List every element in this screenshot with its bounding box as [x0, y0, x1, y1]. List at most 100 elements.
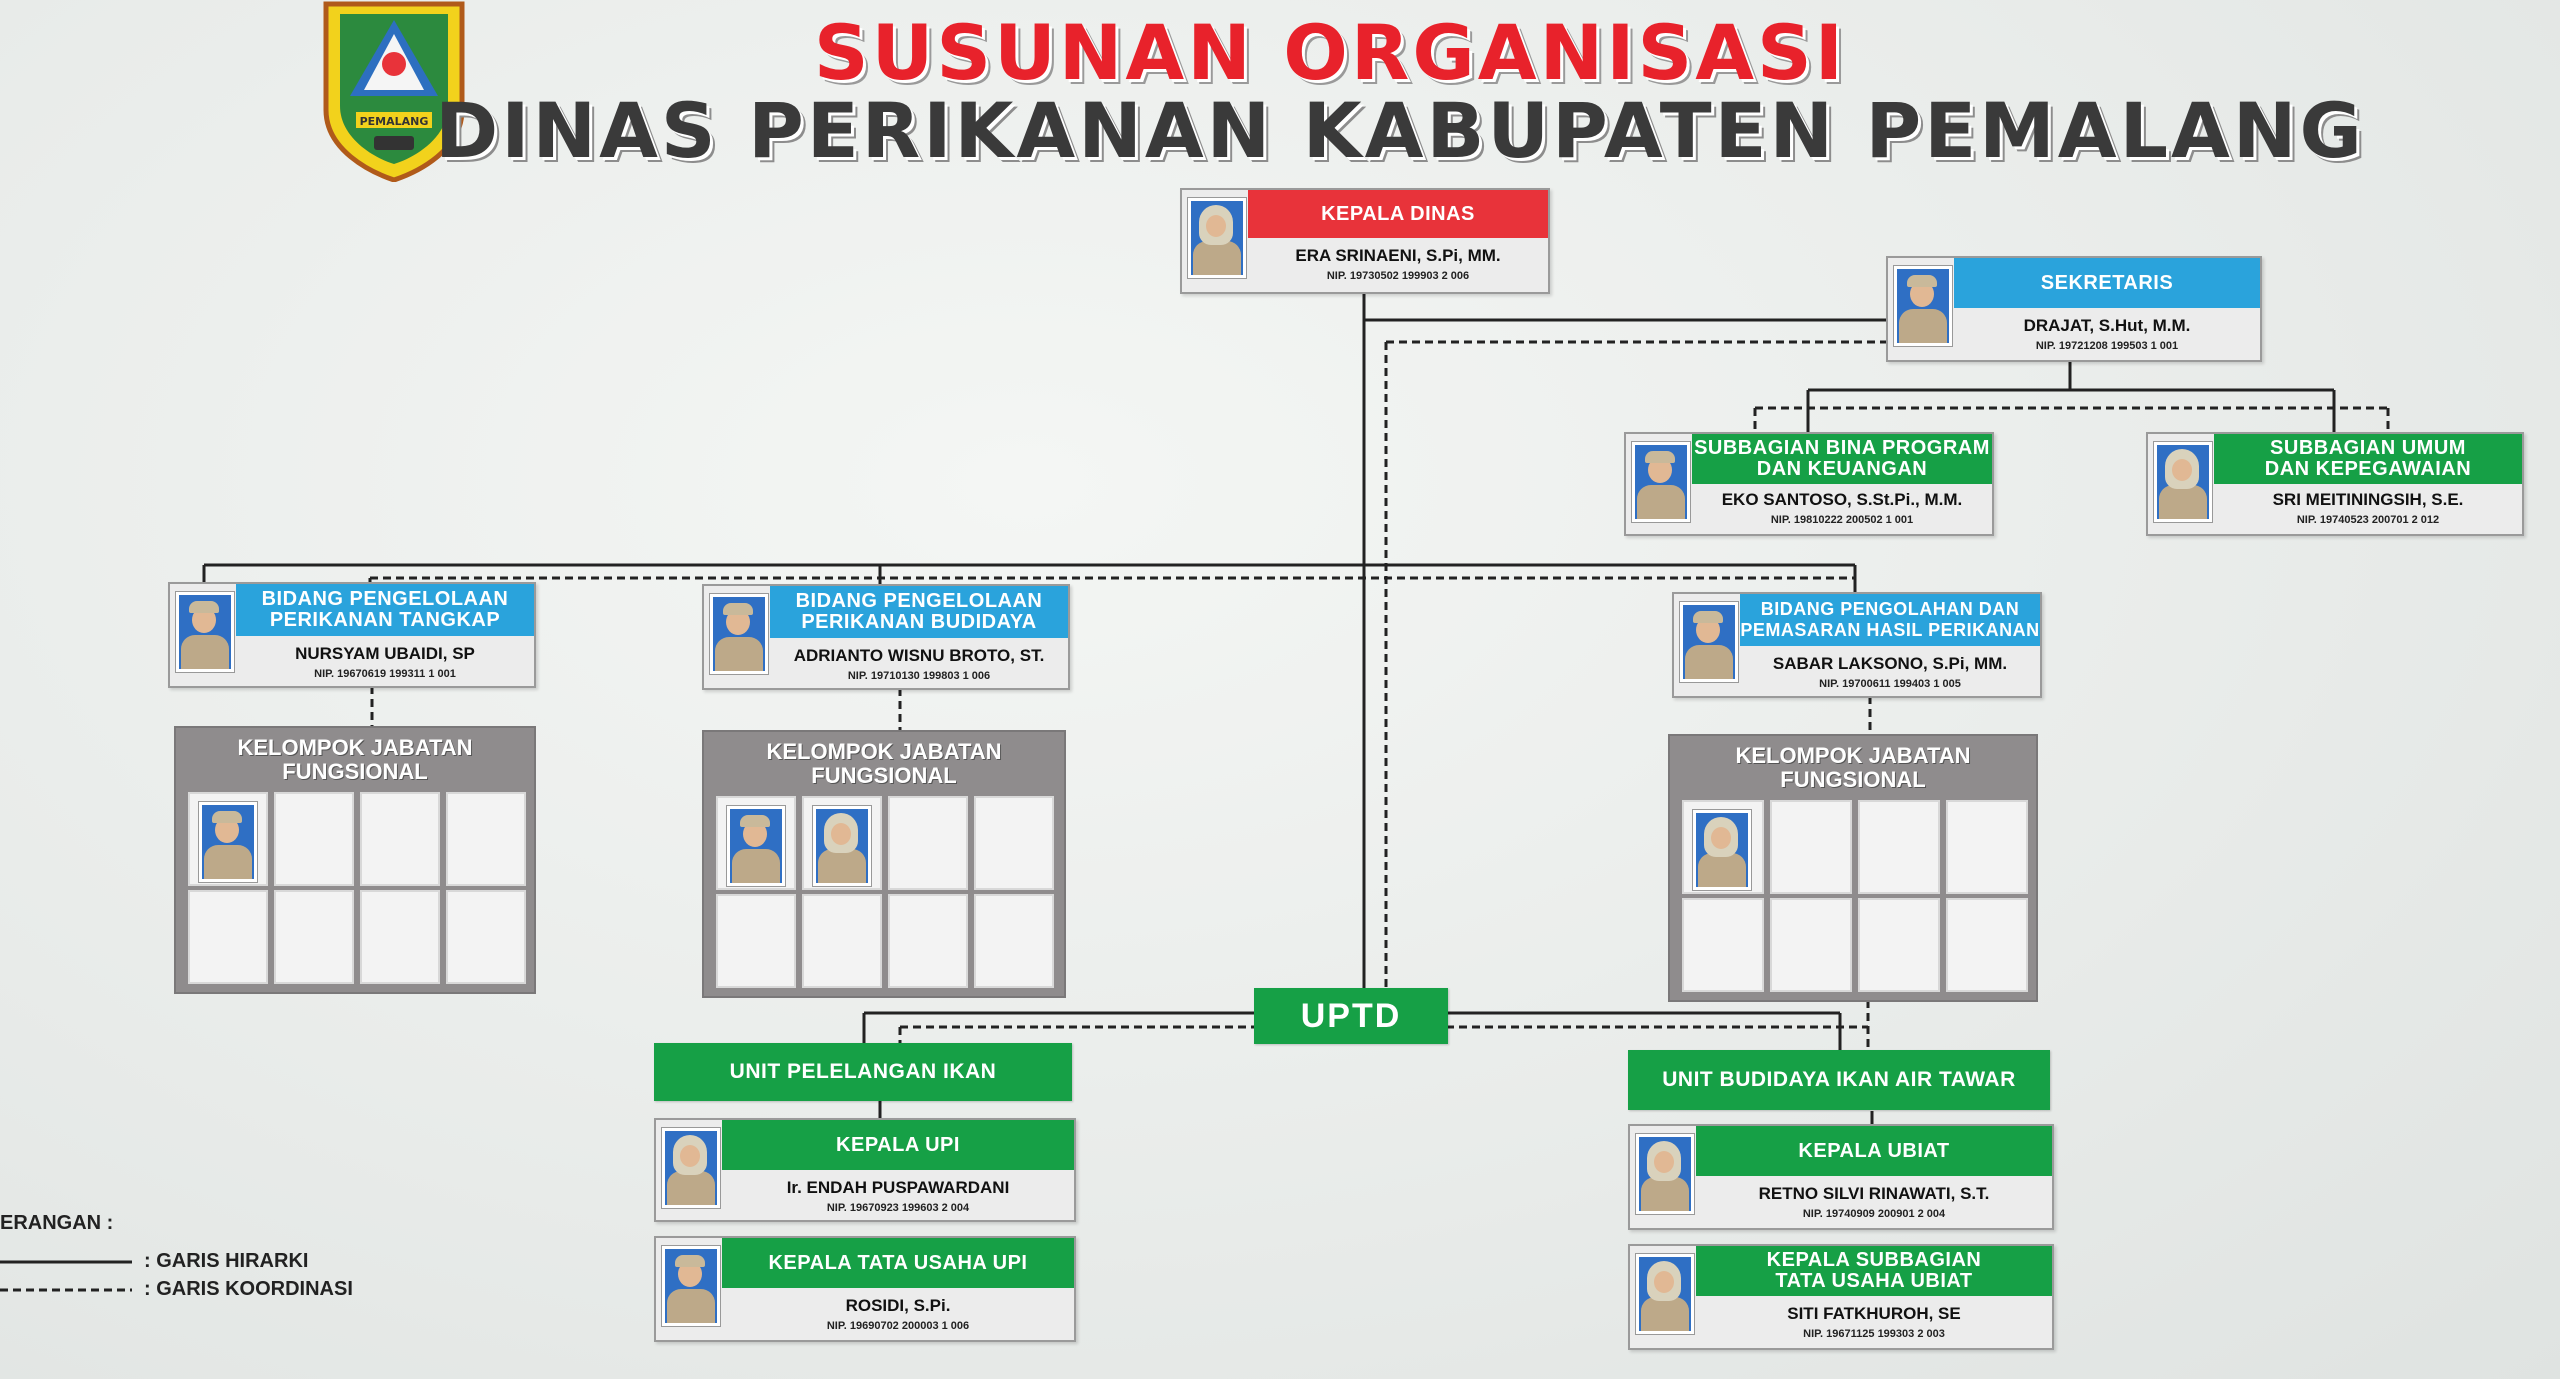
photo-slot	[1770, 800, 1852, 894]
kepala-subbagian-tu-ubiat-nip: NIP. 19671125 199303 2 003	[1803, 1328, 1945, 1340]
kepala-tu-upi-title: KEPALA TATA USAHA UPI	[722, 1238, 1074, 1288]
photo-slot	[1946, 800, 2028, 894]
photo-slot	[802, 894, 882, 988]
bidang-pengolahan-nip: NIP. 19700611 199403 1 005	[1819, 678, 1961, 690]
person-photo-icon	[2154, 442, 2212, 522]
subbagian-umum-nip: NIP. 19740523 200701 2 012	[2296, 514, 2440, 526]
kepala-ubiat-title: KEPALA UBIAT	[1696, 1126, 2052, 1176]
kelompok-title: KELOMPOK JABATAN FUNGSIONAL	[237, 735, 473, 784]
subbagian-bina-nip: NIP. 19810222 200502 1 001	[1770, 514, 1914, 526]
kepala-ubiat-nip: NIP. 19740909 200901 2 004	[1802, 1208, 1946, 1220]
bidang-tangkap-name: NURSYAM UBAIDI, SP	[295, 644, 475, 663]
photo-slot	[974, 796, 1054, 890]
person-photo-icon	[199, 802, 257, 882]
person-photo-icon	[1680, 602, 1738, 682]
sekretaris-nip: NIP. 19721208 199503 1 001	[2035, 340, 2179, 352]
person-photo-icon	[1188, 198, 1246, 278]
person-photo-icon	[813, 806, 871, 886]
sekretaris-card: SEKRETARIS DRAJAT, S.Hut, M.M. NIP. 1972…	[1886, 256, 2262, 362]
bidang-pengolahan-card: BIDANG PENGOLAHAN DAN PEMASARAN HASIL PE…	[1672, 592, 2042, 698]
kepala-subbagian-tu-ubiat-name: SITI FATKHUROH, SE	[1787, 1304, 1961, 1323]
kelompok-title: KELOMPOK JABATAN FUNGSIONAL	[1735, 743, 1971, 792]
photo-slot	[716, 894, 796, 988]
bidang-pengolahan-title: BIDANG PENGOLAHAN DAN PEMASARAN HASIL PE…	[1740, 594, 2040, 646]
kelompok-fungsional-tangkap: KELOMPOK JABATAN FUNGSIONAL	[174, 726, 536, 994]
photo-slot	[802, 796, 882, 890]
legend-lines	[0, 1260, 132, 1292]
subbagian-umum-title: SUBBAGIAN UMUM DAN KEPEGAWAIAN	[2214, 434, 2522, 484]
person-photo-icon	[727, 806, 785, 886]
person-photo-icon	[710, 594, 768, 674]
sekretaris-title: SEKRETARIS	[1954, 258, 2260, 308]
person-photo-icon	[176, 592, 234, 672]
person-photo-icon	[662, 1128, 720, 1208]
uptd-box: UPTD	[1254, 988, 1448, 1044]
photo-slot	[446, 792, 526, 886]
bidang-tangkap-card: BIDANG PENGELOLAAN PERIKANAN TANGKAP NUR…	[168, 582, 536, 688]
photo-slot	[1682, 898, 1764, 992]
photo-slot	[188, 890, 268, 984]
unit-pelelangan-bar: UNIT PELELANGAN IKAN	[654, 1043, 1072, 1101]
person-photo-icon	[662, 1246, 720, 1326]
photo-slot	[274, 792, 354, 886]
legend-heading: ERANGAN :	[0, 1212, 114, 1234]
bidang-budidaya-name: ADRIANTO WISNU BROTO, ST.	[793, 646, 1045, 665]
person-photo-icon	[1894, 266, 1952, 346]
photo-slot	[888, 796, 968, 890]
pemalang-coat-of-arms-icon: PEMALANG	[323, 1, 465, 182]
photo-slot	[1946, 898, 2028, 992]
photo-slot	[1858, 800, 1940, 894]
photo-slot	[888, 894, 968, 988]
kepala-subbagian-tu-ubiat-card: KEPALA SUBBAGIAN TATA USAHA UBIAT SITI F…	[1628, 1244, 2054, 1350]
kelompok-fungsional-pengolahan: KELOMPOK JABATAN FUNGSIONAL	[1668, 734, 2038, 1002]
photo-slot	[1858, 898, 1940, 992]
kepala-upi-nip: NIP. 19670923 199603 2 004	[826, 1202, 970, 1214]
sekretaris-name: DRAJAT, S.Hut, M.M.	[2023, 316, 2191, 335]
person-photo-icon	[1636, 1254, 1694, 1334]
page-title: SUSUNAN ORGANISASI	[813, 8, 1847, 97]
bidang-budidaya-card: BIDANG PENGELOLAAN PERIKANAN BUDIDAYA AD…	[702, 584, 1070, 690]
photo-slot	[1770, 898, 1852, 992]
person-photo-icon	[1632, 442, 1690, 522]
photo-slot	[274, 890, 354, 984]
subbagian-bina-card: SUBBAGIAN BINA PROGRAM DAN KEUANGAN EKO …	[1624, 432, 1994, 536]
kepala-tu-upi-nip: NIP. 19690702 200003 1 006	[826, 1320, 970, 1332]
svg-text:PEMALANG: PEMALANG	[360, 115, 429, 128]
subbagian-umum-name: SRI MEITININGSIH, S.E.	[2272, 490, 2464, 509]
person-photo-icon	[1636, 1134, 1694, 1214]
kepala-tu-upi-card: KEPALA TATA USAHA UPI ROSIDI, S.Pi. NIP.…	[654, 1236, 1076, 1342]
subbagian-bina-name: EKO SANTOSO, S.St.Pi., M.M.	[1721, 490, 1963, 509]
legend-dashed-label: : GARIS KOORDINASI	[144, 1278, 353, 1300]
kepala-subbagian-tu-ubiat-title: KEPALA SUBBAGIAN TATA USAHA UBIAT	[1696, 1246, 2052, 1296]
kepala-ubiat-name: RETNO SILVI RINAWATI, S.T.	[1758, 1184, 1990, 1203]
kelompok-fungsional-budidaya: KELOMPOK JABATAN FUNGSIONAL	[702, 730, 1066, 998]
kepala-dinas-nip: NIP. 19730502 199903 2 006	[1326, 270, 1470, 282]
kepala-upi-name: Ir. ENDAH PUSPAWARDANI	[786, 1178, 1010, 1197]
bidang-tangkap-title: BIDANG PENGELOLAAN PERIKANAN TANGKAP	[236, 584, 534, 636]
bidang-budidaya-nip: NIP. 19710130 199803 1 006	[847, 670, 991, 682]
kepala-dinas-card: KEPALA DINAS ERA SRINAENI, S.Pi, MM. NIP…	[1180, 188, 1550, 294]
page-subtitle: DINAS PERIKANAN KABUPATEN PEMALANG	[435, 86, 2365, 175]
unit-budidaya-bar: UNIT BUDIDAYA IKAN AIR TAWAR	[1628, 1050, 2050, 1110]
photo-slot	[446, 890, 526, 984]
photo-slot	[360, 890, 440, 984]
bidang-tangkap-nip: NIP. 19670619 199311 1 001	[314, 668, 456, 680]
photo-slot	[974, 894, 1054, 988]
subbagian-umum-card: SUBBAGIAN UMUM DAN KEPEGAWAIAN SRI MEITI…	[2146, 432, 2524, 536]
photo-slot	[188, 792, 268, 886]
bidang-budidaya-title: BIDANG PENGELOLAAN PERIKANAN BUDIDAYA	[770, 586, 1068, 638]
kepala-upi-card: KEPALA UPI Ir. ENDAH PUSPAWARDANI NIP. 1…	[654, 1118, 1076, 1222]
photo-slot	[360, 792, 440, 886]
photo-slot	[1682, 800, 1764, 894]
bidang-pengolahan-name: SABAR LAKSONO, S.Pi, MM.	[1772, 654, 2008, 673]
kepala-ubiat-card: KEPALA UBIAT RETNO SILVI RINAWATI, S.T. …	[1628, 1124, 2054, 1230]
kepala-tu-upi-name: ROSIDI, S.Pi.	[845, 1296, 951, 1315]
photo-slot	[716, 796, 796, 890]
legend-solid-label: : GARIS HIRARKI	[144, 1250, 309, 1272]
kepala-dinas-name: ERA SRINAENI, S.Pi, MM.	[1295, 246, 1501, 265]
kepala-upi-title: KEPALA UPI	[722, 1120, 1074, 1170]
person-photo-icon	[1693, 810, 1751, 890]
kelompok-title: KELOMPOK JABATAN FUNGSIONAL	[766, 739, 1002, 788]
subbagian-bina-title: SUBBAGIAN BINA PROGRAM DAN KEUANGAN	[1692, 434, 1992, 484]
